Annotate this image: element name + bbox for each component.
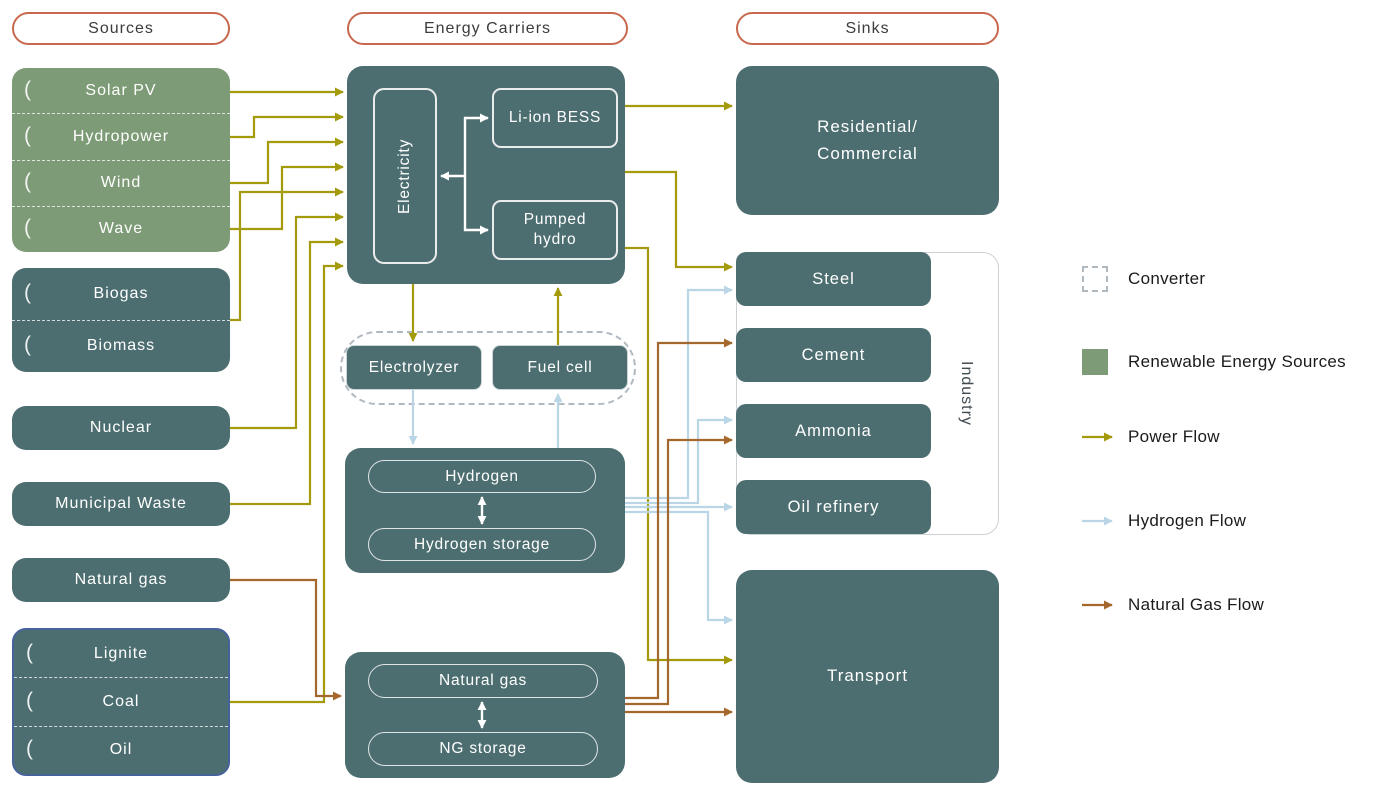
electrolyzer-box: Electrolyzer	[346, 345, 482, 390]
flow-biogas-biomass-to-electricity	[230, 187, 344, 322]
source-oil: Oil	[14, 725, 228, 774]
converter-legend-swatch	[1082, 266, 1108, 292]
flow-ng-to-cement	[625, 338, 733, 700]
li-ion-bess-box: Li-ion BESS	[492, 88, 618, 148]
sink-cement: Cement	[736, 328, 931, 382]
source-wave: Wave	[12, 205, 230, 252]
residential-line1: Residential/	[817, 117, 918, 137]
sinks-header: Sinks	[736, 12, 999, 45]
renewables-legend-swatch	[1082, 349, 1108, 375]
residential-commercial-sink: Residential/ Commercial	[736, 66, 999, 215]
fuel-cell-box: Fuel cell	[492, 345, 628, 390]
flow-coal-to-electricity	[230, 261, 344, 704]
flow-municipal-waste-to-electricity	[230, 237, 344, 506]
transport-sink: Transport	[736, 570, 999, 783]
source-coal: Coal	[14, 677, 228, 725]
pumped-hydro-box: Pumped hydro	[492, 200, 618, 260]
source-natural-gas: Natural gas	[12, 558, 230, 602]
hydrogen-pill: Hydrogen	[368, 460, 596, 493]
flow-hydropower-to-electricity	[230, 112, 344, 139]
source-nuclear: Nuclear	[12, 406, 230, 450]
flow-wind-to-electricity	[230, 137, 344, 185]
sink-ammonia: Ammonia	[736, 404, 931, 458]
hydrogen-flow-legend-label: Hydrogen Flow	[1128, 511, 1247, 530]
source-municipal-waste: Municipal Waste	[12, 482, 230, 526]
source-biomass: Biomass	[12, 319, 230, 373]
ng-storage-pill: NG storage	[368, 732, 598, 766]
flow-nuclear-to-electricity	[230, 212, 344, 430]
converter-legend-label: Converter	[1128, 269, 1206, 288]
renewable-sources-box: Solar PV Hydropower Wind Wave	[12, 68, 230, 252]
sink-steel: Steel	[736, 252, 931, 306]
natural-gas-flow-legend-label: Natural Gas Flow	[1128, 595, 1265, 614]
bio-sources-box: Biogas Biomass	[12, 268, 230, 372]
flow-hydrogen-to-ammonia	[625, 415, 733, 505]
power-flow-legend-label: Power Flow	[1128, 427, 1220, 446]
renewables-legend-label: Renewable Energy Sources	[1128, 352, 1346, 371]
fossil-sources-box: Lignite Coal Oil	[12, 628, 230, 776]
source-biogas: Biogas	[12, 268, 230, 320]
flow-hydrogen-to-transport	[625, 510, 733, 625]
electricity-label-box: Electricity	[373, 88, 437, 264]
flow-electricity-to-transport	[625, 246, 733, 665]
source-wind: Wind	[12, 159, 230, 206]
industry-label: Industry	[958, 361, 975, 426]
hydrogen-storage-pill: Hydrogen storage	[368, 528, 596, 561]
flow-ng-to-ammonia	[625, 435, 733, 706]
source-lignite: Lignite	[14, 630, 228, 677]
source-solar-pv: Solar PV	[12, 68, 230, 113]
sources-header: Sources	[12, 12, 230, 45]
residential-line2: Commercial	[817, 143, 918, 163]
flow-hydrogen-to-steel	[625, 285, 733, 500]
flow-natural-gas-source-to-carrier	[230, 578, 342, 701]
sink-oil-refinery: Oil refinery	[736, 480, 931, 534]
natural-gas-pill: Natural gas	[368, 664, 598, 698]
energy-carriers-header: Energy Carriers	[347, 12, 628, 45]
source-hydropower: Hydropower	[12, 113, 230, 159]
flow-electricity-to-steel	[625, 170, 733, 272]
flow-wave-to-electricity	[230, 162, 344, 231]
